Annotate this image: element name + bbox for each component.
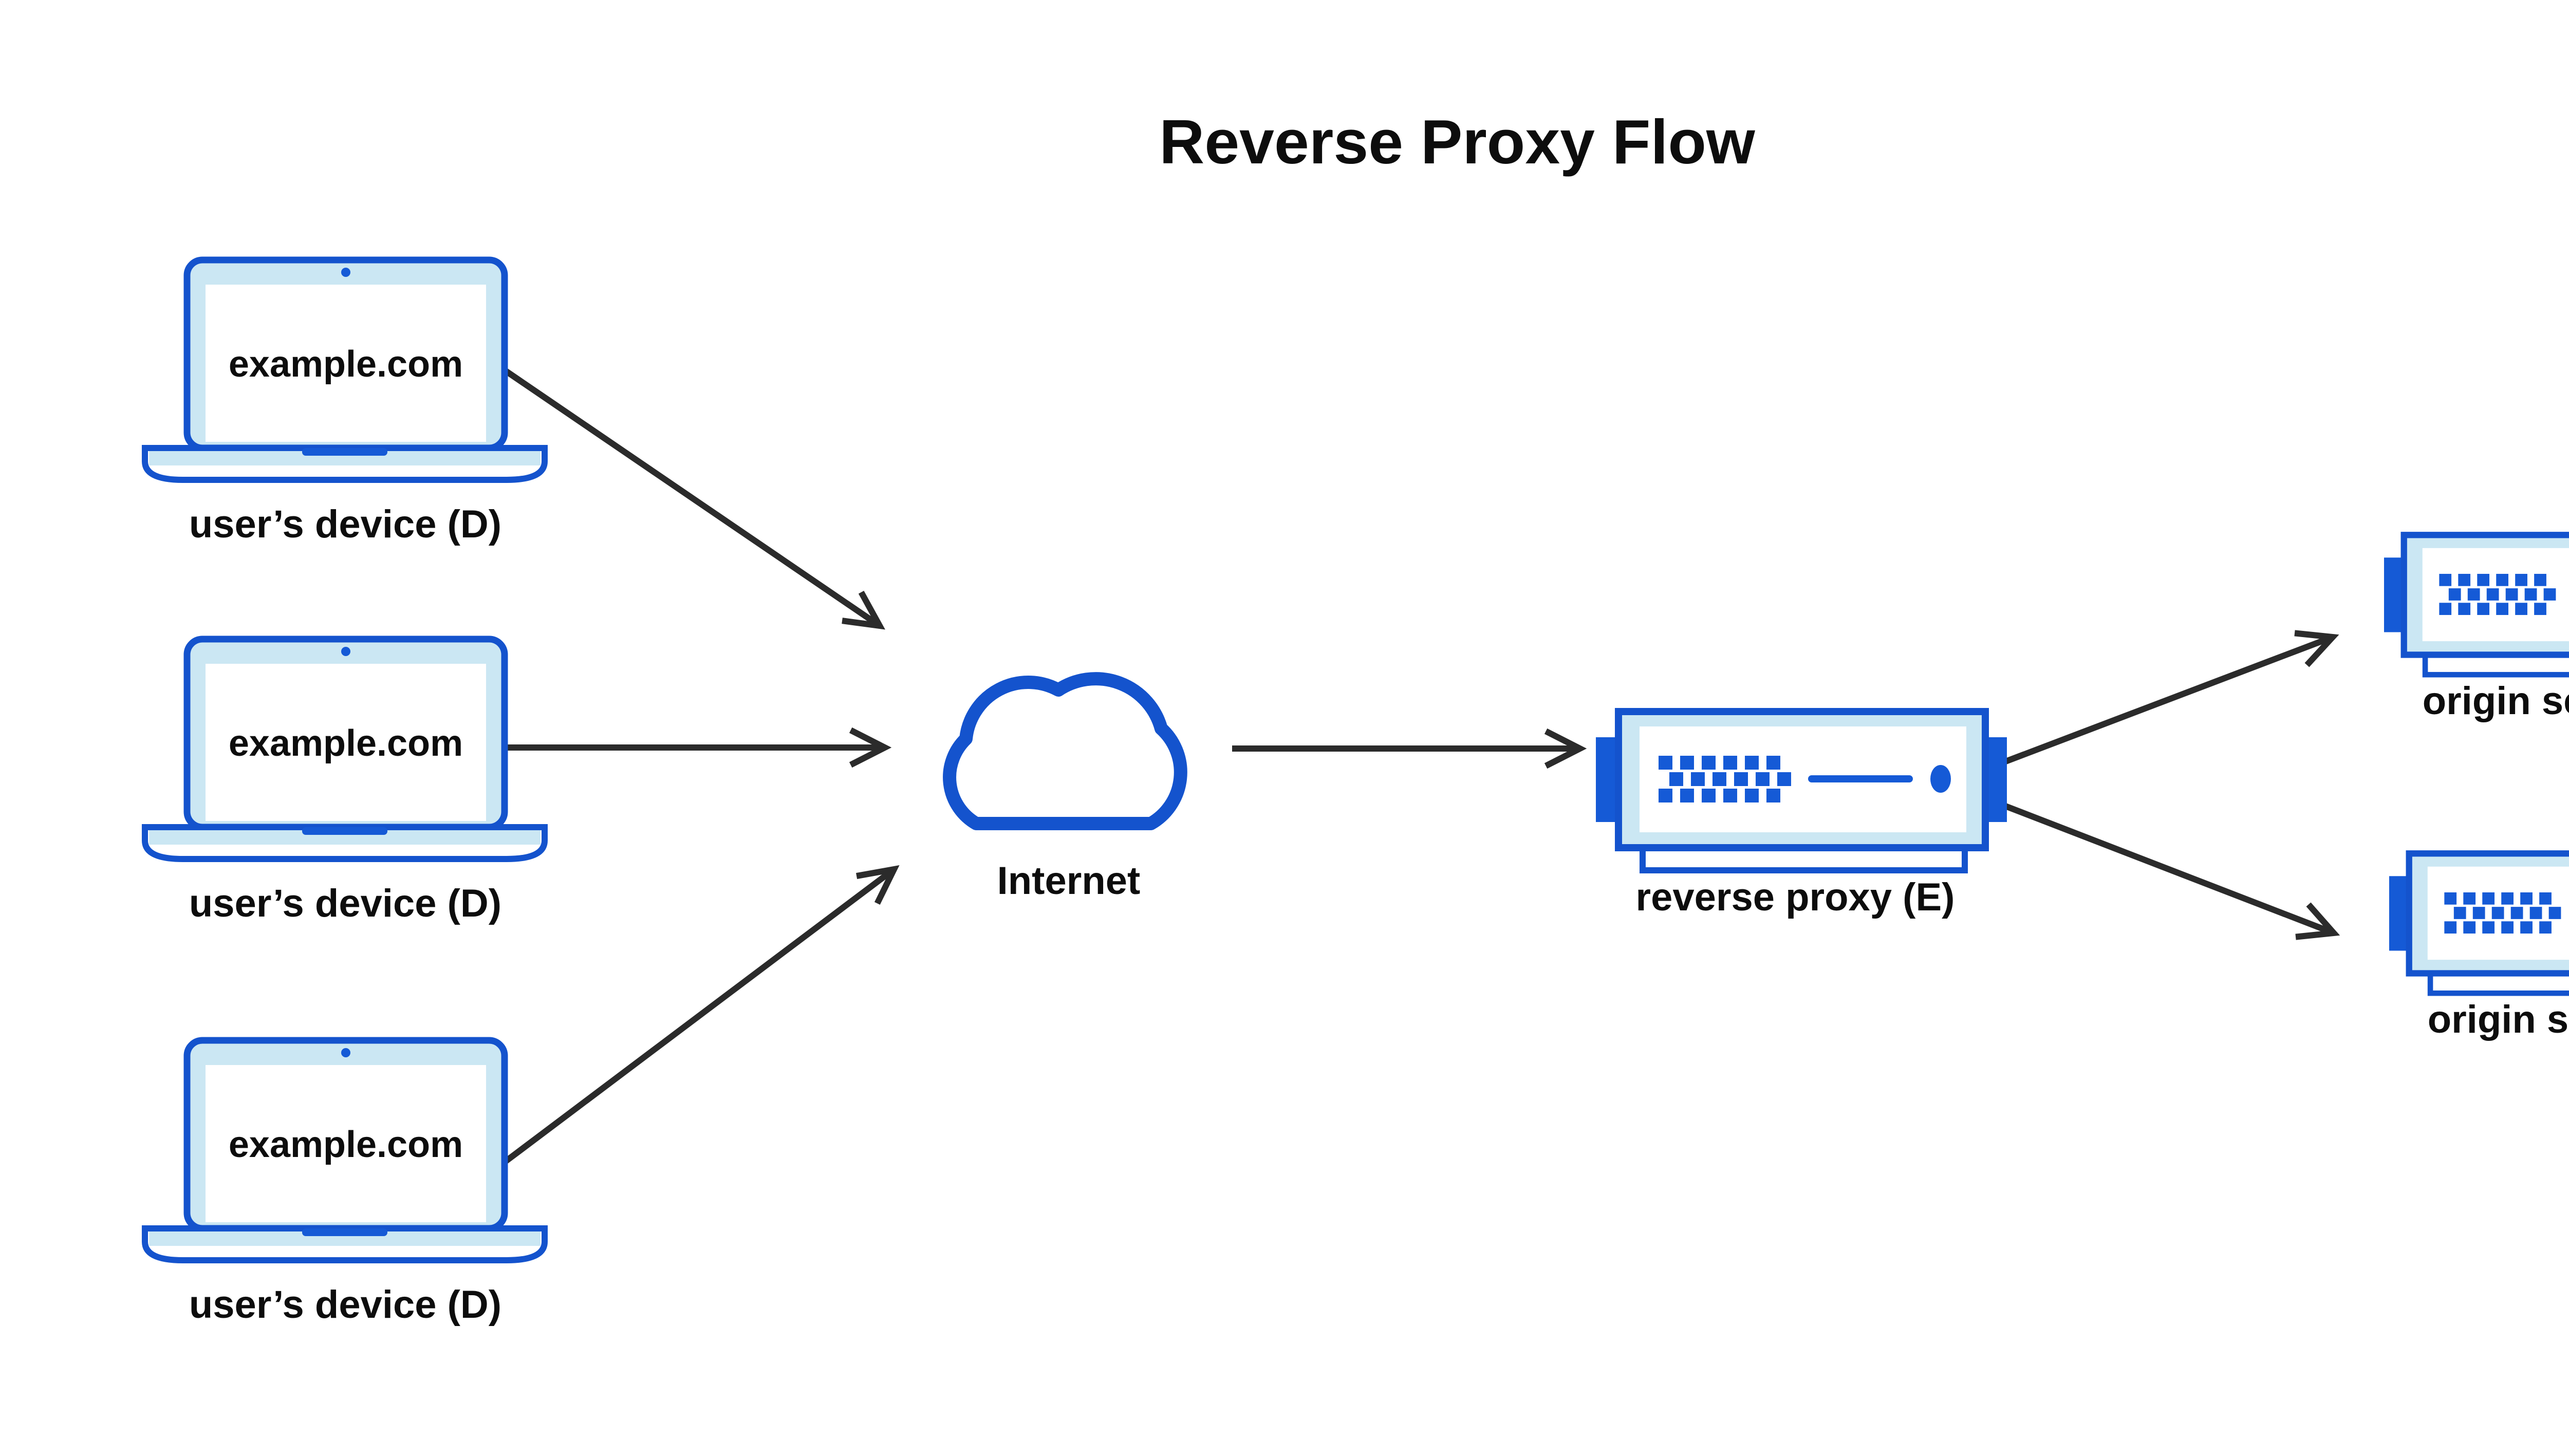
user-device-node-1: example.com user’s device (D) (145, 260, 545, 546)
arrow-device2-to-internet (506, 727, 892, 768)
device-label: user’s device (D) (189, 1283, 501, 1327)
device-screen-text: example.com (229, 723, 463, 764)
device-label: user’s device (D) (189, 502, 501, 546)
user-device-node-3: example.com user’s device (D) (145, 1040, 545, 1327)
arrow-reverse-proxy-to-origin1 (1996, 630, 2339, 768)
server-icon (2384, 535, 2569, 675)
origin-server-node-2: origin server (F) (2389, 853, 2569, 1041)
device-screen-text: example.com (229, 344, 463, 385)
user-device-node-2: example.com user’s device (D) (145, 639, 545, 925)
origin-server-node-1: origin server (F) (2384, 535, 2569, 723)
origin-server-label: origin server (F) (2428, 998, 2569, 1041)
origin-server-label: origin server (F) (2423, 679, 2569, 723)
device-label: user’s device (D) (189, 882, 501, 925)
server-icon (1596, 712, 2007, 870)
reverse-proxy-node: reverse proxy (E) (1596, 712, 2007, 919)
internet-label: Internet (997, 859, 1141, 903)
arrow-reverse-proxy-to-origin2 (1995, 799, 2340, 940)
cloud-icon (943, 672, 1187, 830)
reverse-proxy-label: reverse proxy (E) (1636, 875, 1955, 919)
arrow-device3-to-internet (502, 865, 900, 1165)
arrow-internet-to-reverse-proxy (1232, 728, 1587, 769)
device-screen-text: example.com (229, 1124, 463, 1165)
server-icon (2389, 853, 2569, 993)
internet-node: Internet (943, 672, 1187, 903)
page-title: Reverse Proxy Flow (1159, 107, 1756, 177)
arrow-device1-to-internet (498, 365, 885, 630)
